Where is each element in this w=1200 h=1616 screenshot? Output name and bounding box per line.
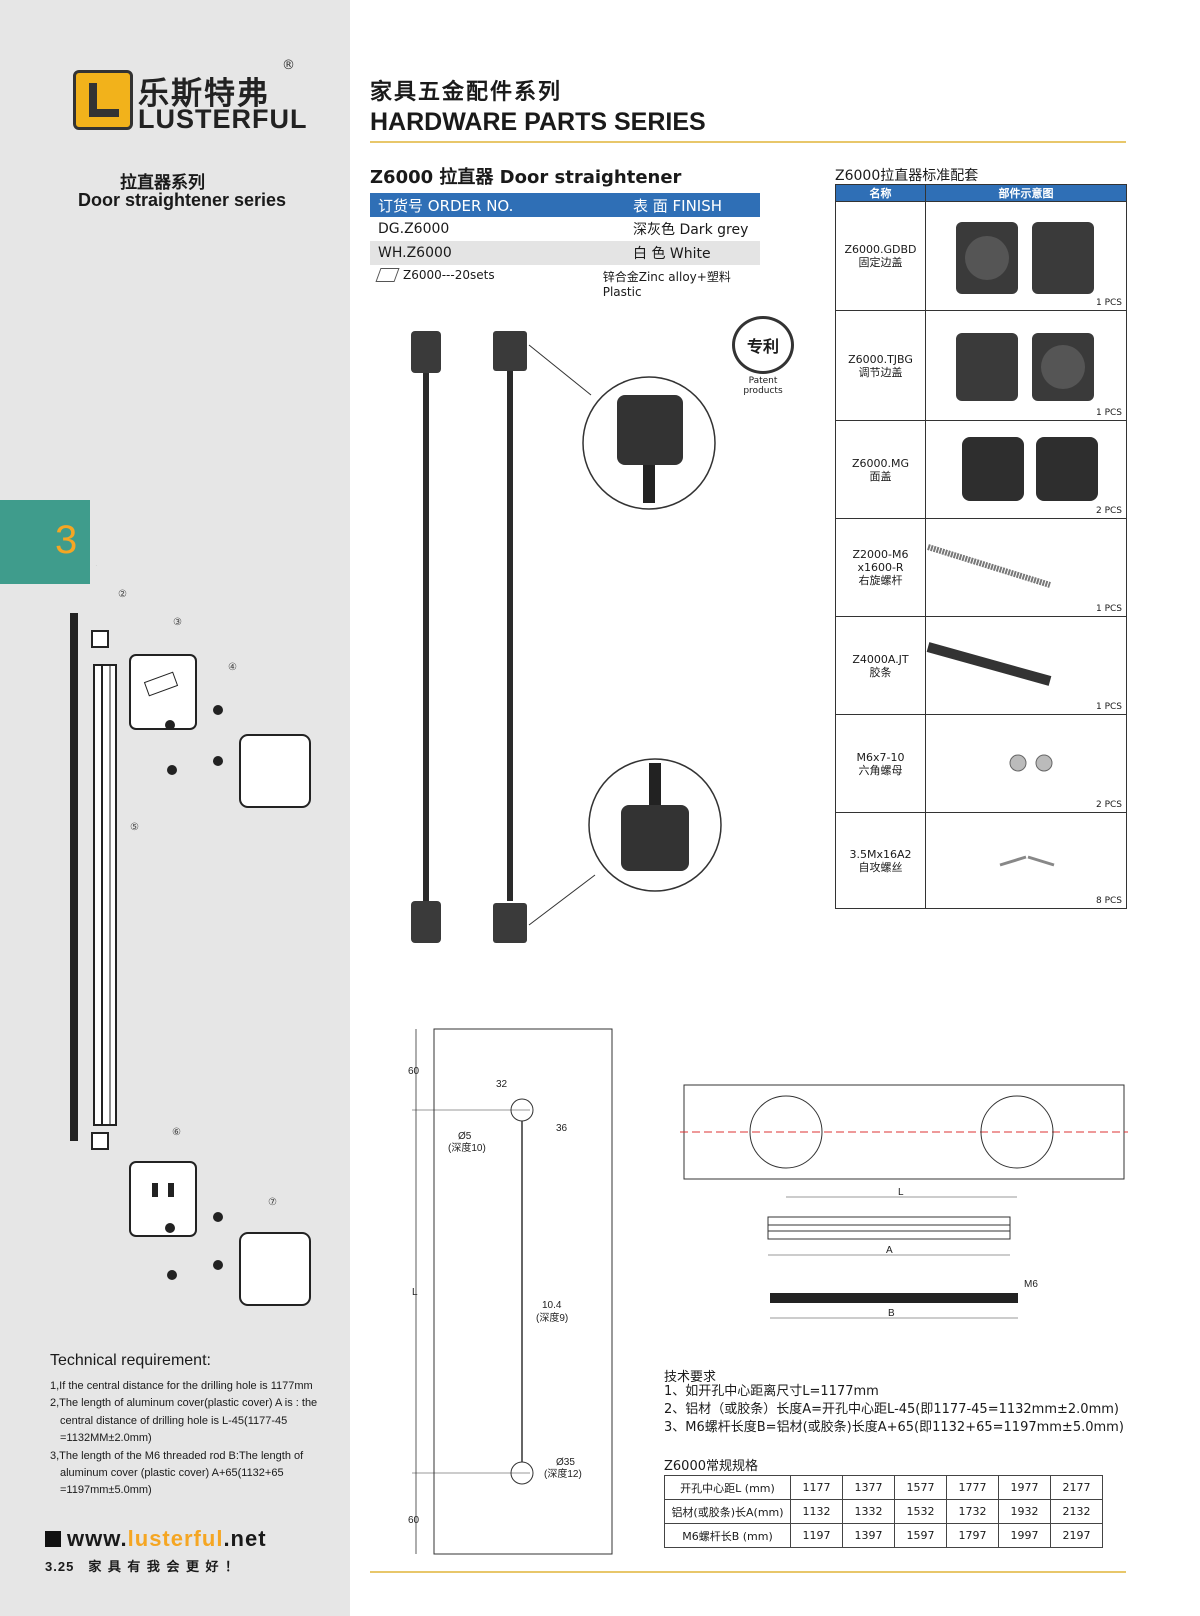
website-url[interactable]: www.lusterful.net bbox=[45, 1526, 267, 1552]
header-title-en: HARDWARE PARTS SERIES bbox=[370, 108, 706, 136]
tech-cn-line: 1、如开孔中心距离尺寸L=1177mm bbox=[664, 1384, 879, 1399]
header-title-cn: 家具五金配件系列 bbox=[370, 80, 563, 105]
brand-logo-icon bbox=[73, 70, 133, 130]
threaded-rod bbox=[70, 613, 78, 1141]
svg-text:Ø5: Ø5 bbox=[458, 1131, 472, 1142]
patent-badge: 专利 Patent products bbox=[732, 316, 794, 396]
svg-text:32: 32 bbox=[496, 1079, 508, 1090]
svg-text:36: 36 bbox=[556, 1123, 568, 1134]
patent-seal: 专利 bbox=[732, 316, 794, 374]
svg-text:60: 60 bbox=[408, 1515, 420, 1526]
svg-text:Ø35: Ø35 bbox=[556, 1457, 575, 1468]
face-cap-bottom bbox=[239, 1232, 311, 1306]
packing-note: Z6000---20sets 锌合金Zinc alloy+塑料Plastic bbox=[370, 265, 760, 299]
door-drilling-drawing: 60 60 L 32 36 Ø5 (深度10) 10.4 (深度9) Ø35 (… bbox=[408, 1028, 613, 1555]
tech-requirement-cn: 1、如开孔中心距离尺寸L=1177mm 2、铝材（或胶条）长度A=开孔中心距L-… bbox=[664, 1383, 1124, 1437]
slogan: 家 具 有 我 会 更 好 ！ bbox=[88, 1560, 239, 1575]
header-divider bbox=[370, 141, 1126, 143]
tech-en-line: 1,If the central distance for the drilli… bbox=[50, 1380, 313, 1392]
callout-3: ③ bbox=[173, 617, 182, 628]
svg-text:(深度12): (深度12) bbox=[544, 1467, 582, 1480]
hex-nut-bottom bbox=[91, 1132, 109, 1150]
chapter-tab bbox=[0, 500, 90, 584]
callout-7: ⑦ bbox=[268, 1197, 277, 1208]
svg-text:10.4: 10.4 bbox=[542, 1300, 562, 1311]
side-profile-drawing: L A B M6 bbox=[680, 1084, 1128, 1319]
order-table-header: 订货号 ORDER NO.表 面 FINISH bbox=[370, 193, 760, 217]
series-title-cn: 拉直器系列 bbox=[120, 173, 205, 193]
fixed-side-cap bbox=[129, 654, 197, 730]
svg-text:60: 60 bbox=[408, 1066, 420, 1077]
std-kit-head-name: 名称 bbox=[835, 184, 926, 202]
exploded-assembly-diagram: ① ② ③ ④ ⑤ ⑥ ⑦ bbox=[70, 565, 311, 1306]
tech-cn-line: 3、M6螺杆长度B=铝材(或胶条)长度A+65(即1132+65=1197mm±… bbox=[664, 1420, 1124, 1435]
svg-text:L: L bbox=[898, 1187, 904, 1198]
page-footer: 3.25 家 具 有 我 会 更 好 ！ bbox=[45, 1556, 239, 1575]
tech-requirement-en-title: Technical requirement: bbox=[50, 1352, 211, 1369]
product-title: Z6000 拉直器 Door straightener bbox=[370, 167, 682, 188]
svg-text:(深度9): (深度9) bbox=[536, 1311, 568, 1324]
hex-nut-top bbox=[91, 630, 109, 648]
tech-cn-line: 2、铝材（或胶条）长度A=开孔中心距L-45(即1177-45=1132mm±2… bbox=[664, 1402, 1119, 1417]
std-kit-title: Z6000拉直器标准配套 bbox=[835, 168, 979, 184]
svg-text:M6: M6 bbox=[1024, 1279, 1038, 1290]
svg-text:L: L bbox=[412, 1287, 418, 1298]
tech-en-line: 3,The length of the M6 threaded rod B:Th… bbox=[50, 1449, 304, 1497]
callout-4: ④ bbox=[228, 662, 237, 673]
box-icon bbox=[375, 268, 400, 282]
series-title-en: Door straightener series bbox=[78, 190, 287, 210]
page-number: 3.25 bbox=[45, 1559, 75, 1574]
callout-2: ② bbox=[118, 589, 127, 600]
cursor-icon bbox=[45, 1531, 61, 1547]
callout-5: ⑤ bbox=[130, 822, 139, 833]
brand-name-cn: 乐斯特弗 bbox=[138, 76, 270, 112]
tech-requirement-en: 1,If the central distance for the drilli… bbox=[50, 1378, 350, 1500]
adjust-side-cap bbox=[129, 1161, 197, 1237]
svg-text:(深度10): (深度10) bbox=[448, 1141, 486, 1154]
aluminum-profile bbox=[93, 664, 117, 1126]
callout-6: ⑥ bbox=[172, 1127, 181, 1138]
chapter-number: 3 bbox=[55, 518, 78, 562]
std-kit-head-image: 部件示意图 bbox=[925, 184, 1127, 202]
product-illustration bbox=[411, 331, 722, 943]
brand-name-en: LUSTERFUL bbox=[138, 104, 308, 134]
tech-en-line: 2,The length of aluminum cover(plastic c… bbox=[50, 1397, 318, 1445]
spec-table-title: Z6000常规规格 bbox=[664, 1459, 758, 1474]
svg-text:B: B bbox=[888, 1308, 895, 1319]
face-cap-top bbox=[239, 734, 311, 808]
registered-mark: ® bbox=[282, 58, 295, 73]
patent-caption: Patent products bbox=[743, 376, 783, 396]
footer-divider bbox=[370, 1571, 1126, 1573]
callout-1: ① bbox=[92, 565, 101, 568]
svg-text:A: A bbox=[886, 1245, 893, 1256]
tech-requirement-cn-title: 技术要求 bbox=[664, 1370, 717, 1385]
